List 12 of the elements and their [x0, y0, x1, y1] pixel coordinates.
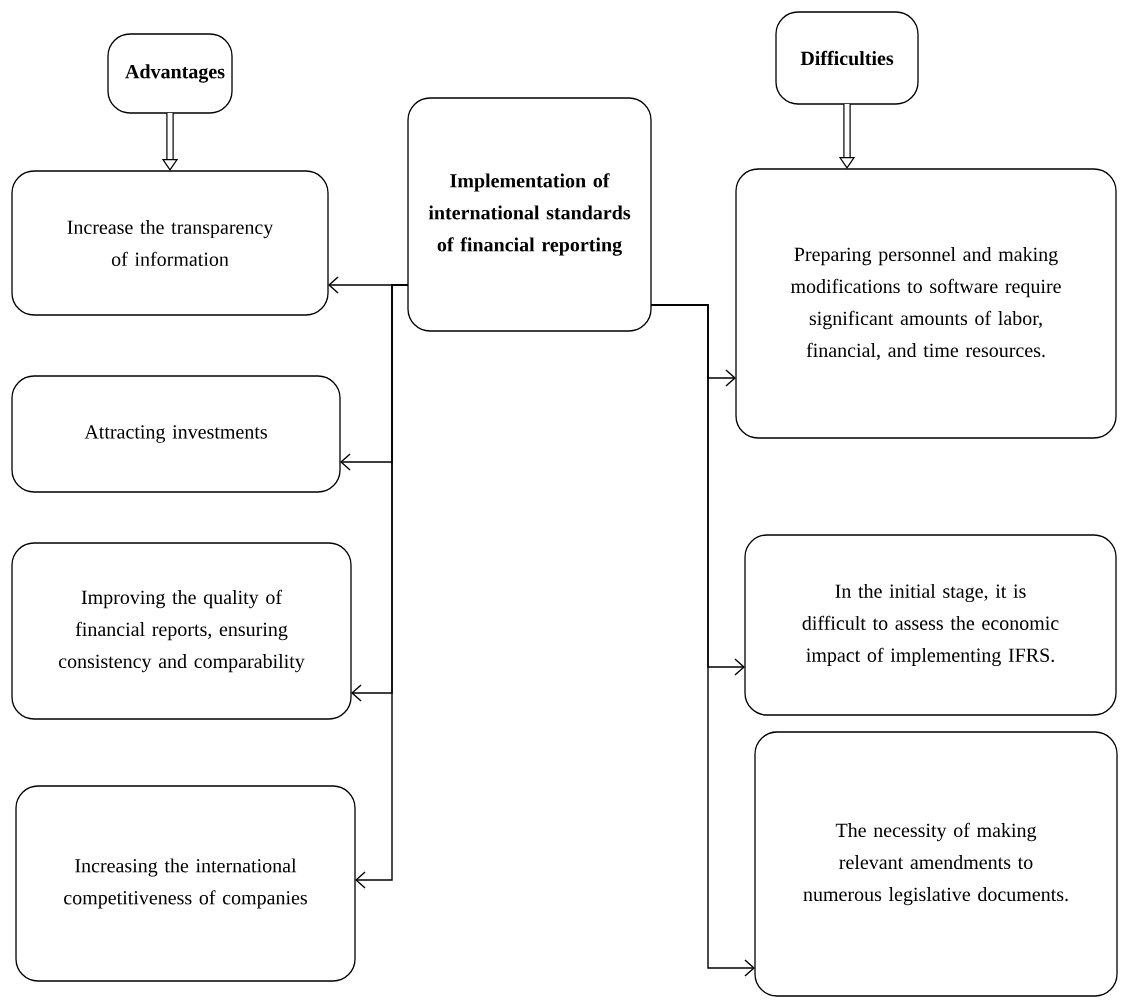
heading-box: Difficulties: [775, 11, 919, 105]
arrow: [650, 304, 755, 977]
text-box: The necessity of making relevant amendments to numerous legislative documents.: [754, 731, 1118, 997]
text-box: Attracting investments: [11, 375, 341, 493]
text-box: Increase the transparency of information: [11, 170, 329, 316]
arrow: [355, 284, 409, 889]
text-box: In the initial stage, it is difficult to assess the economic impact of implementing IFRS.: [744, 534, 1117, 716]
text-box: Increasing the international competitiveness of companies: [15, 785, 356, 982]
heading-box: Advantages: [107, 33, 233, 114]
text-box: Preparing personnel and making modifications to software require significant amounts of labor, financial, and time resources.: [735, 168, 1117, 439]
text-box: Improving the quality of financial reports, ensuring consistency and comparability: [11, 542, 352, 720]
heading-box: Implementation of international standards of financial reporting: [407, 97, 652, 332]
